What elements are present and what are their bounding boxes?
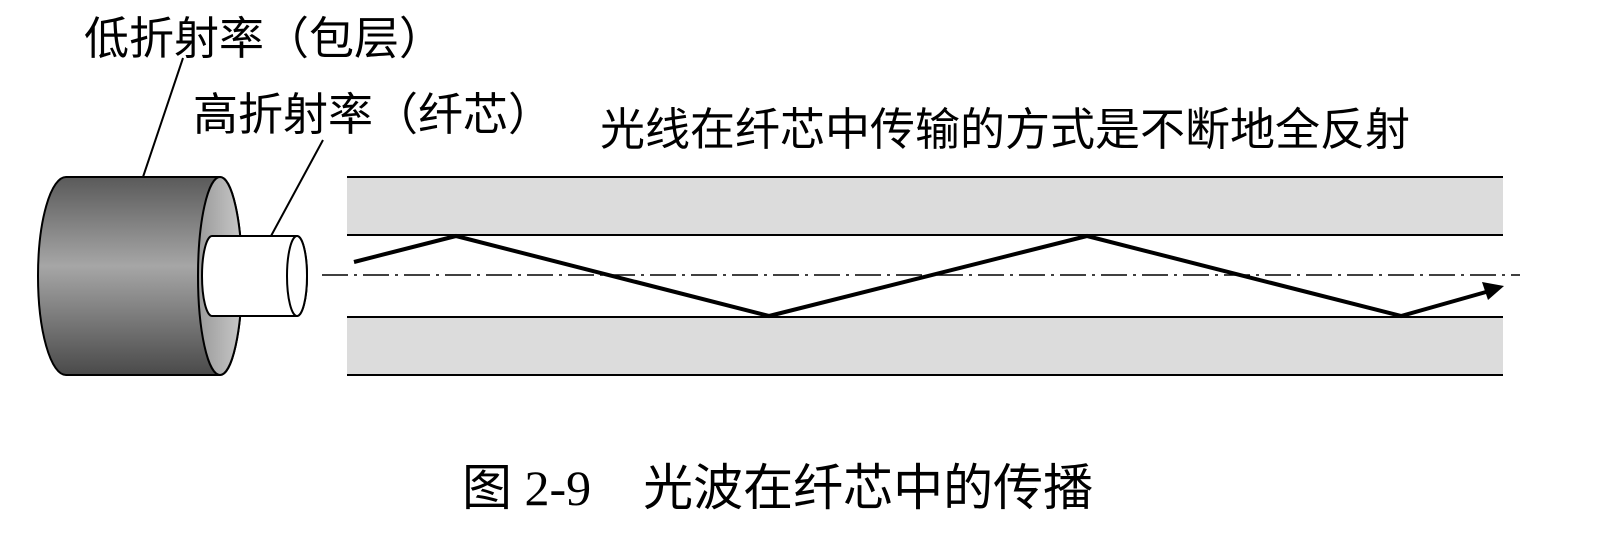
cladding-leader-line: [142, 57, 184, 178]
propagation-description: 光线在纤芯中传输的方式是不断地全反射: [600, 103, 1411, 156]
cladding-label: 低折射率（包层）: [84, 12, 445, 65]
figure-number: 图 2-9: [462, 460, 592, 516]
core-end-face: [286, 235, 308, 317]
core-label: 高折射率（纤芯）: [193, 88, 554, 141]
figure-caption: 图 2-9 光波在纤芯中的传播: [462, 463, 1093, 513]
figure-title: 光波在纤芯中的传播: [643, 460, 1094, 516]
fiber-cross-section-icon: [37, 176, 308, 376]
light-ray-path: [353, 233, 1487, 319]
arrowhead-icon: [1482, 282, 1504, 300]
upper-cladding-band: [347, 177, 1503, 235]
lower-cladding-band: [347, 317, 1503, 375]
core-leader-line: [270, 139, 324, 237]
fiber-longitudinal-section: [347, 176, 1503, 376]
